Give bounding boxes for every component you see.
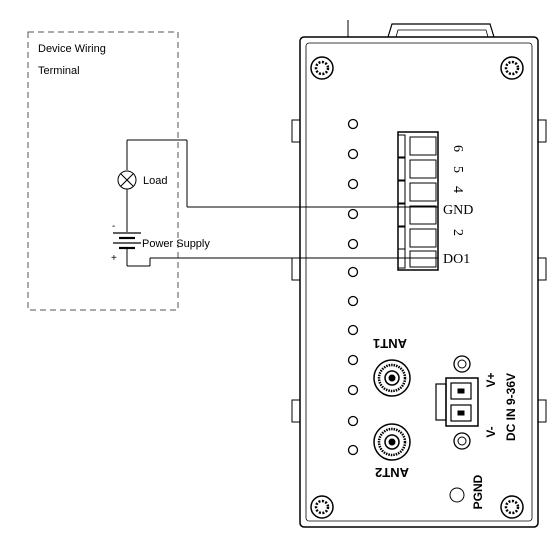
terminal-block (397, 131, 439, 271)
terminal-pin-gnd: GND (443, 203, 473, 218)
pgnd-screw-icon (449, 487, 465, 503)
load-circuit (117, 139, 438, 232)
corner-screw-icon (310, 56, 524, 519)
antenna-connector-icon (373, 359, 411, 461)
terminal-pin-5: 5 (450, 166, 465, 173)
pgnd-label: PGND (471, 474, 485, 509)
v-minus-label: V- (484, 426, 498, 437)
terminal-pin-do1: DO1 (443, 252, 470, 267)
power-supply-plus: + (111, 253, 117, 264)
dc-input-label: DC IN 9-36V (504, 373, 518, 441)
power-supply-label: Power Supply (142, 238, 210, 250)
wiring-box-title-line1: Device Wiring (38, 43, 106, 55)
terminal-pin-4: 4 (450, 186, 465, 193)
device-wiring-terminal-box (27, 31, 179, 311)
v-plus-label: V+ (484, 372, 498, 387)
antenna-2-label: ANT2 (375, 465, 409, 480)
terminal-pin-2: 2 (450, 229, 465, 236)
device-housing (291, 20, 547, 528)
led-indicator-column (347, 118, 359, 456)
wiring-box-title-line2: Terminal (38, 65, 80, 77)
antenna-1-label: ANT1 (373, 336, 407, 351)
dc-power-connector (435, 355, 479, 450)
terminal-pin-6: 6 (450, 145, 465, 152)
load-label: Load (143, 175, 167, 187)
power-supply-minus: - (112, 221, 115, 232)
